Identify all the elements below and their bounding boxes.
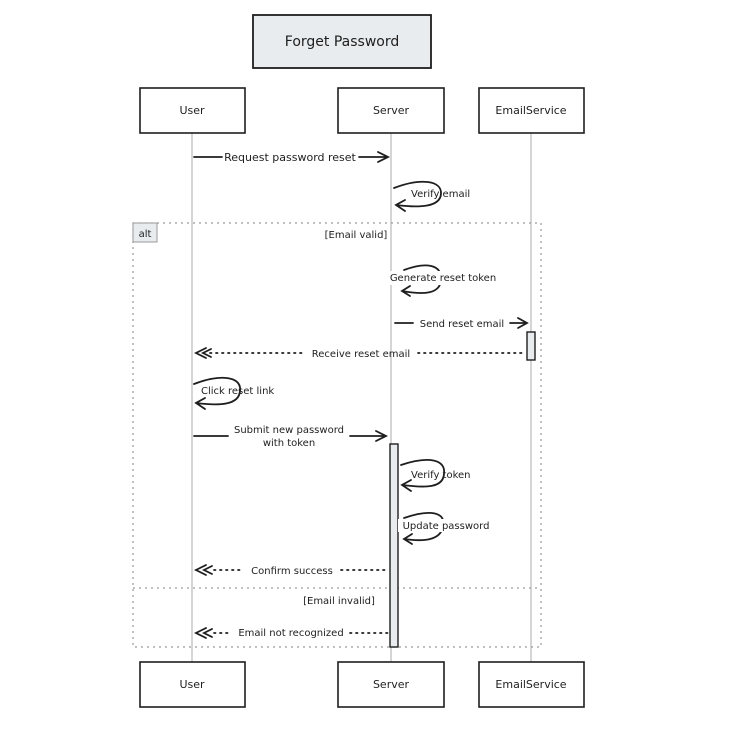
participant-user-bottom: User bbox=[139, 661, 246, 708]
alt-tag bbox=[132, 222, 158, 243]
svg-text:Generate reset token: Generate reset token bbox=[390, 273, 496, 284]
message-send-reset-email: Send reset email bbox=[394, 317, 529, 330]
participant-emailservice-bottom: EmailService bbox=[478, 661, 585, 708]
participant-label: User bbox=[179, 678, 205, 691]
participant-user-top: User bbox=[139, 87, 246, 134]
participant-server-top: Server bbox=[337, 87, 445, 134]
diagram-title: Forget Password bbox=[252, 14, 432, 69]
svg-text:Email not recognized: Email not recognized bbox=[238, 628, 343, 639]
svg-text:Verify email: Verify email bbox=[411, 189, 470, 200]
message-update-password: Update password bbox=[398, 511, 494, 545]
message-generate-reset-token: Generate reset token bbox=[382, 264, 502, 297]
participant-label: EmailService bbox=[495, 678, 566, 691]
participant-label: EmailService bbox=[495, 104, 566, 117]
message-email-not-recognized: Email not recognized bbox=[193, 627, 389, 639]
svg-text:with token: with token bbox=[263, 438, 315, 449]
svg-text:Verify token: Verify token bbox=[411, 470, 471, 481]
svg-text:Click reset link: Click reset link bbox=[201, 386, 274, 397]
condition-email-invalid: [Email invalid] bbox=[303, 596, 375, 607]
message-confirm-success: Confirm success bbox=[193, 564, 389, 577]
message-verify-token: Verify token bbox=[400, 459, 471, 492]
participant-label: Server bbox=[373, 678, 410, 691]
svg-text:Submit new password: Submit new password bbox=[234, 425, 344, 436]
participant-label: User bbox=[179, 104, 205, 117]
svg-text:alt: alt bbox=[139, 229, 152, 240]
message-receive-reset-email: Receive reset email bbox=[193, 347, 525, 360]
condition-email-valid: [Email valid] bbox=[325, 230, 388, 241]
svg-text:Update password: Update password bbox=[403, 521, 490, 532]
participant-label: Server bbox=[373, 104, 410, 117]
activation-emailservice bbox=[526, 331, 536, 361]
message-verify-email: Verify email bbox=[393, 180, 470, 212]
title-box bbox=[252, 14, 432, 69]
alt-frame: alt [Email valid] [Email invalid] bbox=[132, 222, 542, 648]
participant-server-bottom: Server bbox=[337, 661, 445, 708]
participant-emailservice-top: EmailService bbox=[478, 87, 585, 134]
svg-text:Confirm success: Confirm success bbox=[251, 566, 333, 577]
activation-server bbox=[389, 443, 399, 648]
svg-text:Receive reset email: Receive reset email bbox=[312, 349, 410, 360]
message-request-password-reset: Request password reset bbox=[193, 151, 391, 164]
svg-text:Request password reset: Request password reset bbox=[224, 151, 356, 164]
message-click-reset-link: Click reset link bbox=[193, 376, 274, 410]
title-text: Forget Password bbox=[285, 34, 399, 50]
message-submit-new-password: Submit new password with token bbox=[193, 425, 389, 449]
svg-text:Send reset email: Send reset email bbox=[420, 319, 504, 330]
